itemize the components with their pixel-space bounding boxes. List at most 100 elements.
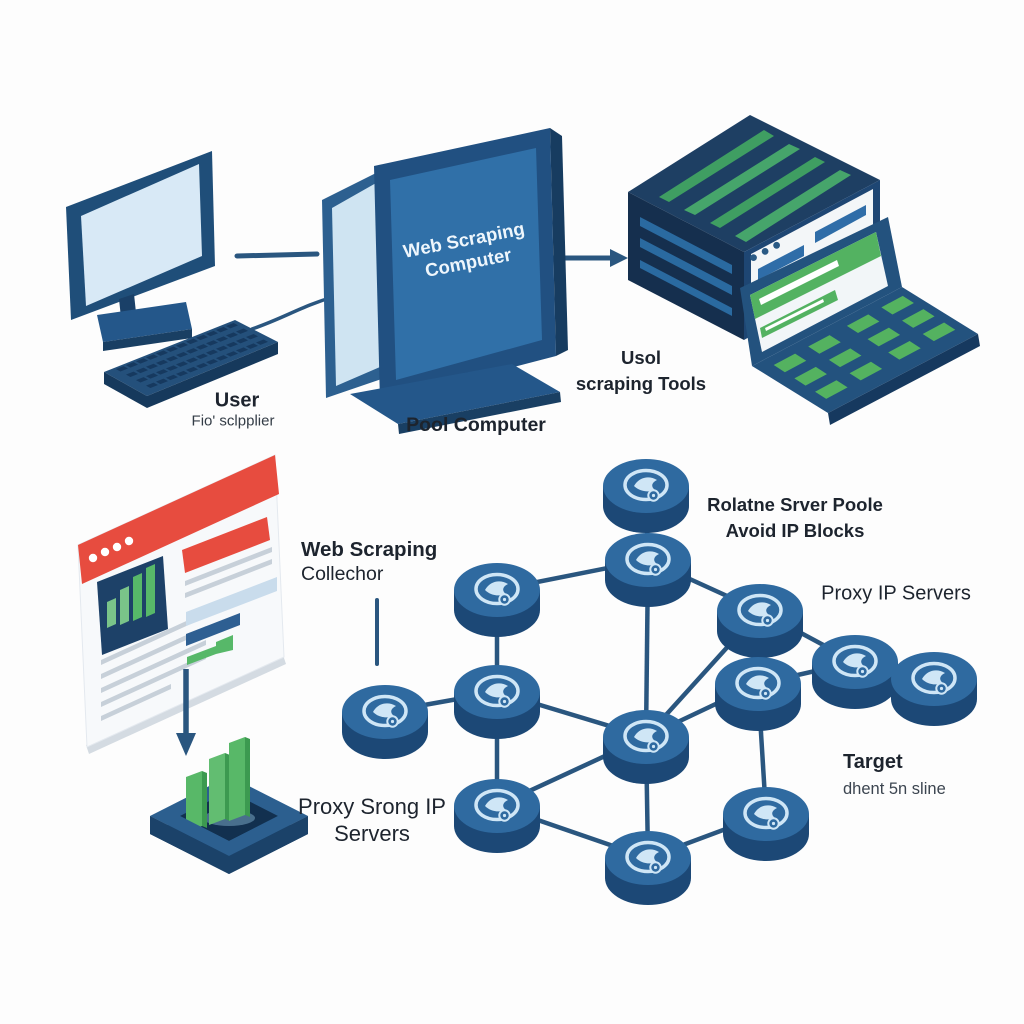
server-left-stripe [640, 217, 732, 274]
chart-bar [120, 586, 129, 625]
proxy-node [454, 665, 540, 739]
header-dot [100, 547, 110, 557]
target-line2: dhent 5n sline [843, 780, 946, 798]
chart-bar [146, 564, 155, 617]
pool-monitor-base-front [398, 392, 561, 434]
header-dot [112, 542, 122, 552]
target-line1: Target [843, 751, 903, 773]
user-sublabel: Fio' sclpplier [191, 412, 275, 430]
globe-proxy-icon [743, 796, 789, 830]
server-top-face [628, 115, 880, 252]
panel-dot [750, 254, 757, 261]
proxy-ip-servers-label: Proxy IP Servers [821, 582, 971, 605]
globe-proxy-icon [474, 572, 520, 606]
laptop-keys [773, 295, 956, 399]
growth-bar [209, 753, 225, 825]
keyboard-side-front [147, 342, 278, 408]
proxy-node [342, 685, 428, 759]
panel-dot [773, 241, 780, 249]
globe-proxy-icon [625, 542, 671, 576]
growth-bar [229, 737, 245, 821]
panel-bar [815, 205, 866, 243]
user-to-pool-line [234, 251, 320, 259]
monitor-screen [81, 164, 202, 306]
server-top-stripe [710, 157, 825, 228]
proxy-node [454, 779, 540, 853]
text-line [101, 654, 206, 707]
collector-arrowhead [176, 733, 196, 756]
header-dot [88, 553, 98, 563]
rotate-line2: Avoid IP Blocks [725, 520, 865, 541]
pool-to-server-arrowhead [610, 249, 628, 267]
proxy-node [723, 787, 809, 861]
keyboard-cable [250, 295, 335, 331]
globe-proxy-icon [623, 719, 669, 753]
server-top-stripe [684, 144, 800, 215]
server-left-stripe [640, 238, 732, 295]
growth-bar-side [202, 771, 207, 828]
text-line [101, 640, 206, 693]
proxy-node [891, 652, 977, 726]
platform-illustration [150, 737, 308, 874]
globe-proxy-icon [362, 694, 408, 728]
panel-bar [758, 245, 804, 280]
laptop-screen-white-line [765, 299, 824, 331]
tools-line1: Usol [620, 347, 662, 368]
progress-bar-blue [186, 613, 240, 646]
keyboard-keys [115, 323, 268, 388]
collector-line2: Collechor [301, 563, 384, 585]
front-monitor-screen [390, 148, 542, 380]
proxy-node [812, 635, 898, 709]
pool-monitor-base [350, 364, 560, 424]
green-step-bar [216, 635, 233, 654]
card-header [78, 455, 279, 584]
text-line [101, 612, 206, 665]
growth-bar [186, 771, 202, 832]
keyboard-side-left [104, 372, 147, 408]
proxy-node [603, 459, 689, 533]
green-step-bar [187, 646, 216, 665]
monitor-stand-front [103, 329, 192, 351]
user-computer-illustration [66, 151, 278, 408]
user-label: User [214, 389, 260, 412]
server-top-stripe [735, 170, 851, 242]
laptop-illustration [740, 217, 980, 425]
progress-bar-light [186, 577, 277, 626]
chart-bar [133, 573, 142, 621]
proxy-left-line1: Proxy Srong IP [298, 794, 446, 819]
server-left-stripe [640, 260, 732, 316]
laptop-deck-side [828, 334, 980, 425]
card-red-block [182, 517, 270, 573]
proxy-node [717, 584, 803, 658]
laptop-screen-white-stripe [759, 260, 839, 305]
globe-proxy-icon [625, 840, 671, 874]
rotate-line1: Rolatne Srver Poole [707, 494, 883, 515]
panel-dot [761, 248, 769, 255]
platform-side-left [150, 816, 229, 874]
server-top-stripe [659, 130, 774, 202]
proxy-node [605, 533, 691, 607]
header-dot [124, 536, 134, 546]
pool-computer-label: Pool Computer [406, 413, 546, 436]
platform-side-right [229, 816, 308, 874]
tools-line2: scraping Tools [575, 373, 707, 394]
browser-card-illustration [77, 454, 286, 756]
globe-proxy-icon [911, 661, 957, 695]
proxy-node [715, 657, 801, 731]
chart-bar [107, 598, 116, 628]
text-line [185, 559, 272, 598]
front-monitor-side [550, 128, 568, 356]
collector-line1: Web Scraping [301, 538, 438, 561]
proxy-left-line2: Servers [334, 821, 410, 846]
monitor-stand [97, 302, 192, 342]
proxy-network-nodes [342, 459, 977, 905]
globe-proxy-icon [737, 593, 783, 627]
proxy-node [603, 710, 689, 784]
text-line [185, 547, 272, 586]
proxy-strong-label: Proxy Srong IP Servers [298, 793, 446, 847]
pool-computer-illustration [322, 128, 568, 434]
proxy-node [454, 563, 540, 637]
collector-label: Web Scraping Collechor [301, 537, 437, 586]
